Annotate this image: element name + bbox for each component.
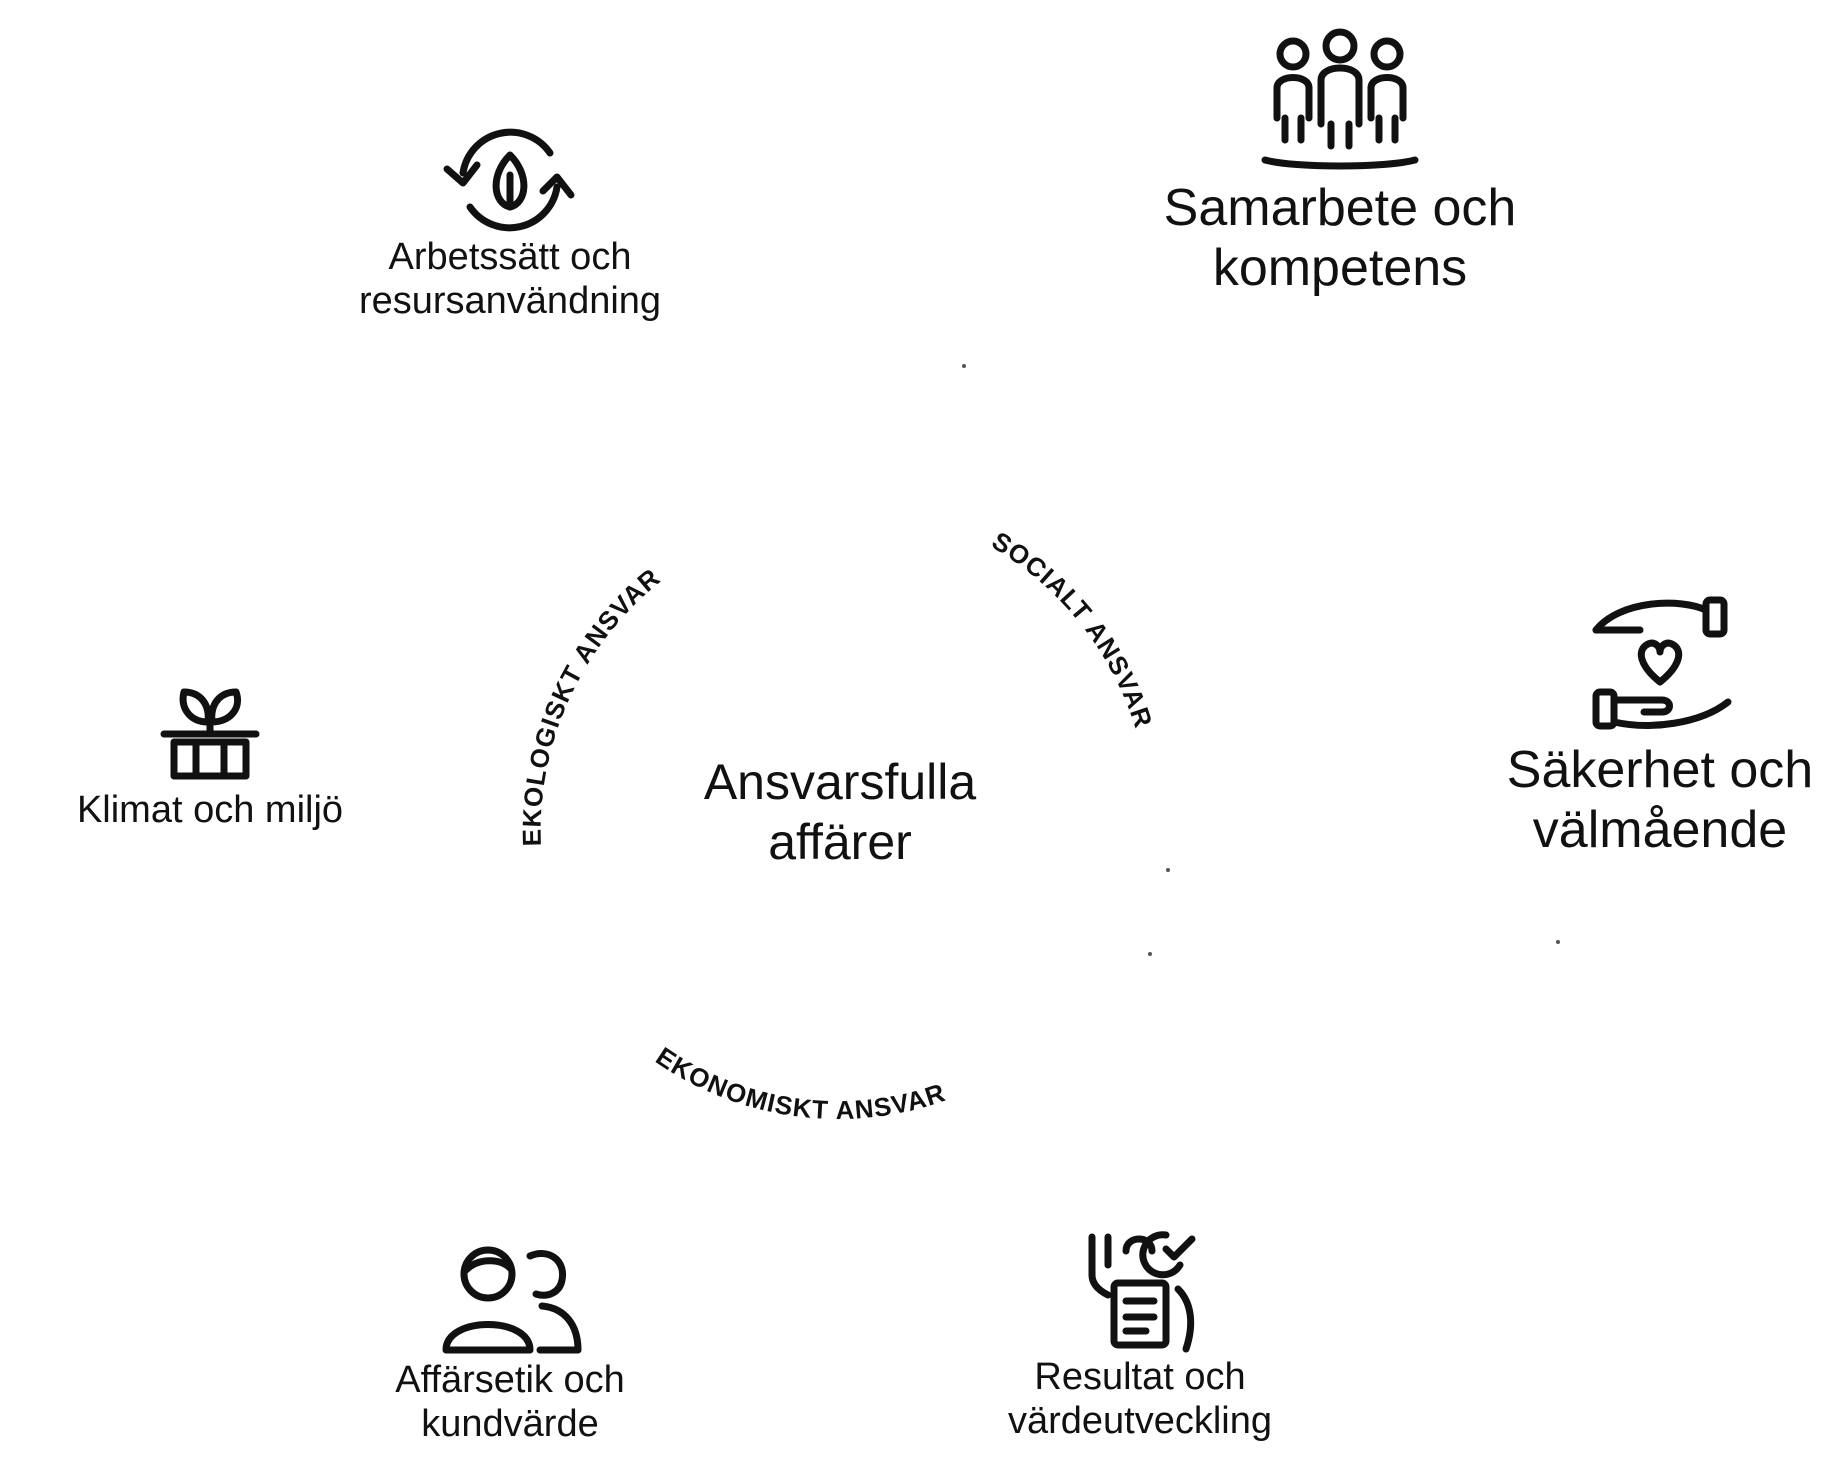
recycle-leaf-icon <box>443 128 575 232</box>
node-samarbete: Samarbete och kompetens <box>1080 28 1600 299</box>
seedling-hands-icon <box>160 688 260 780</box>
speck <box>1148 952 1152 956</box>
center-title: Ansvarsfulla affärer <box>640 752 1040 872</box>
hands-heart-icon <box>1592 596 1732 730</box>
node-affarsetik-line2: kundvärde <box>421 1403 599 1446</box>
node-arbetssatt-line2: resursanvändning <box>358 280 662 323</box>
node-sakerhet: Säkerhet och välmående <box>1470 590 1840 861</box>
arc-label-economic: EKONOMISKT ANSVAR <box>651 1041 950 1125</box>
speck <box>1556 940 1560 944</box>
node-sakerhet-line1: Säkerhet och <box>1506 741 1814 799</box>
people-group-icon <box>1261 28 1419 170</box>
node-sakerhet-line2: välmående <box>1532 801 1788 860</box>
node-resultat-line2: värdeutveckling <box>1007 1400 1273 1443</box>
node-klimat-line1: Klimat och miljö <box>76 789 344 831</box>
checklist-report-icon <box>1088 1231 1196 1353</box>
arc-label-social: SOCIALT ANSVAR <box>987 525 1159 731</box>
node-samarbete-line2: kompetens <box>1212 239 1468 298</box>
node-samarbete-line1: Samarbete och <box>1163 179 1517 237</box>
node-affarsetik-line1: Affärsetik och <box>395 1359 625 1401</box>
node-klimat: Klimat och miljö <box>20 668 400 832</box>
center-title-line2: affärer <box>768 814 912 870</box>
center-title-line1: Ansvarsfulla <box>703 754 977 810</box>
speck <box>962 364 966 368</box>
node-resultat: Resultat och värdeutveckling <box>920 1225 1360 1443</box>
node-arbetssatt: Arbetssätt och resursanvändning <box>290 125 730 323</box>
node-resultat-line1: Resultat och <box>1034 1356 1246 1398</box>
node-affarsetik: Affärsetik och kundvärde <box>300 1238 720 1446</box>
node-arbetssatt-line1: Arbetssätt och <box>388 236 632 278</box>
two-people-icon <box>442 1246 582 1354</box>
speck <box>1166 868 1170 872</box>
